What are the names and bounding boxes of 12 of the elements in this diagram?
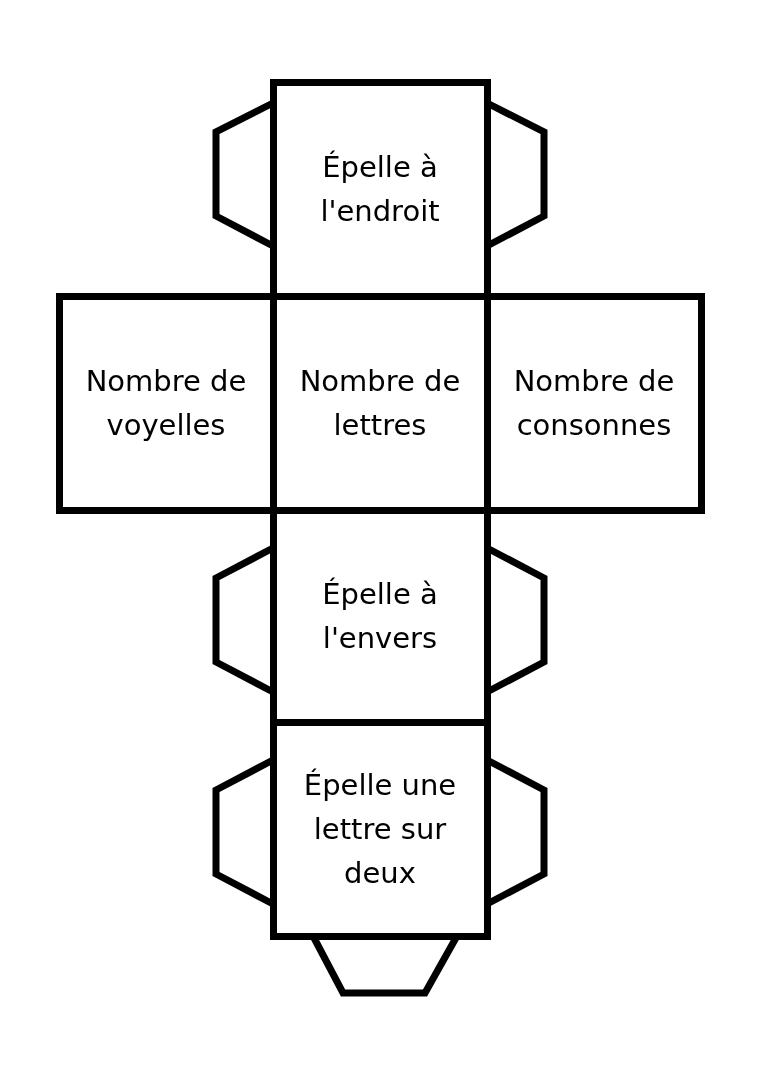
cube-face [269, 725, 491, 940]
face-label: Épelle à l'endroit [319, 149, 441, 230]
face-label: Épelle à l'envers [321, 576, 439, 657]
face-label: Nombre de consonnes [512, 363, 676, 444]
cube-face [55, 292, 270, 514]
face-label: Épelle une lettre sur deux [302, 767, 458, 892]
face-label: Nombre de voyelles [84, 363, 248, 444]
cube-face [269, 78, 491, 293]
cube-face [490, 292, 705, 514]
face-label: Nombre de lettres [298, 363, 462, 444]
cube-face [269, 292, 491, 514]
cube-face [269, 513, 491, 726]
